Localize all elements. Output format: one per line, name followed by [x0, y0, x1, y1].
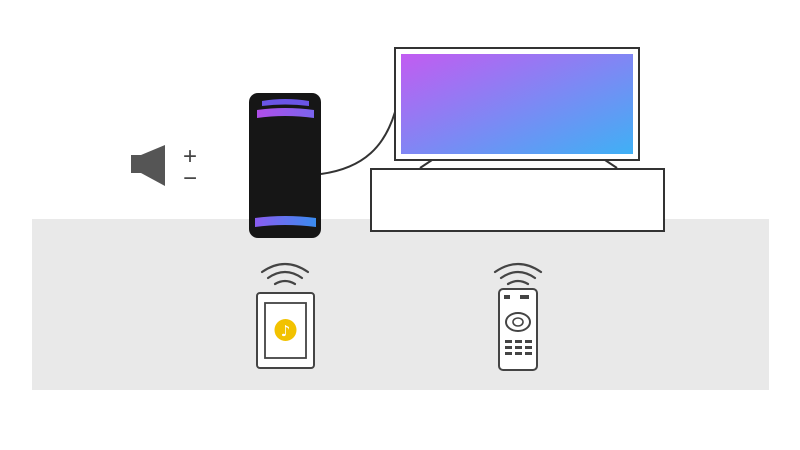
tv-remote-icon [498, 288, 538, 371]
wifi-signal-icon [260, 262, 310, 286]
music-note-icon: ♪ [281, 322, 291, 340]
speaker-bottom-light [255, 216, 316, 227]
television [394, 47, 640, 169]
tv-stand [370, 168, 665, 232]
volume-minus-symbol: − [183, 165, 197, 192]
speaker [249, 93, 321, 238]
tv-screen [401, 54, 633, 154]
speaker-tv-cable [320, 111, 396, 175]
music-app-icon [274, 319, 297, 341]
smartphone-icon: ♪ [256, 292, 315, 369]
volume-plus-symbol: + [183, 143, 197, 170]
tv-feet [419, 159, 618, 169]
speaker-top-light [262, 99, 309, 106]
floor-area [32, 219, 769, 390]
speaker-volume-plus-minus-icon: + − [131, 143, 197, 192]
wifi-signal-icon [493, 262, 543, 286]
